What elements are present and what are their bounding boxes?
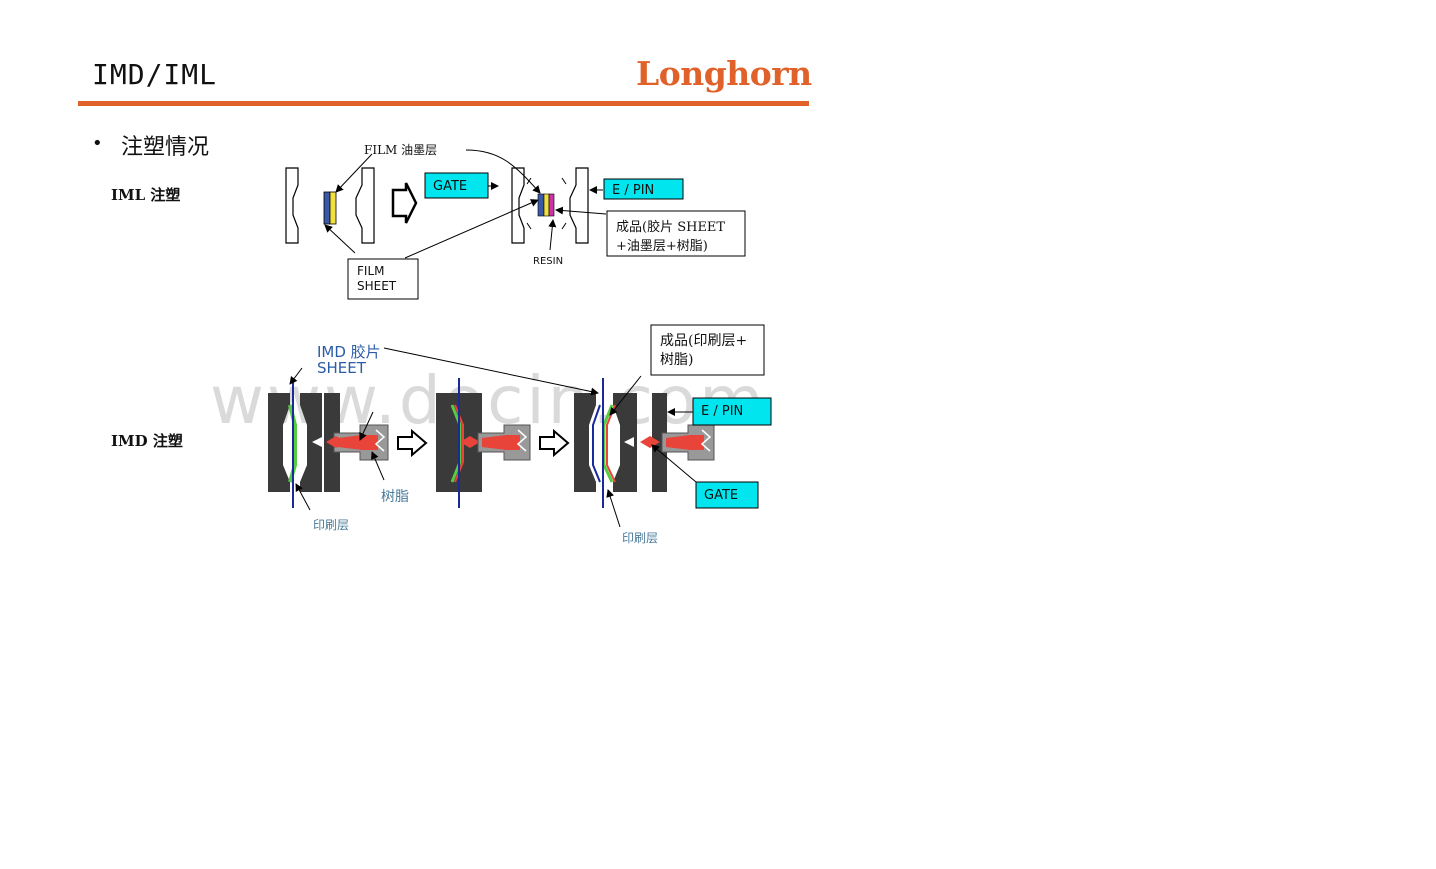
iml-film-sheet-label-2: SHEET bbox=[357, 279, 397, 293]
imd-product-box bbox=[650, 324, 765, 376]
iml-leader-lines bbox=[324, 149, 607, 259]
iml-film-ink-label: FILM 油墨层 bbox=[364, 143, 438, 157]
iml-product-box bbox=[606, 210, 746, 257]
iml-process-arrow bbox=[391, 182, 418, 224]
iml-product-label-1: 成品(胶片 SHEET bbox=[616, 220, 726, 235]
imd-resin-label: 树脂 bbox=[381, 489, 409, 505]
imd-section-label: IMD 注塑 bbox=[111, 432, 183, 450]
iml-gate-box bbox=[424, 172, 489, 199]
bullet-dot: • bbox=[92, 133, 103, 154]
imd-print-layer-label-1: 印刷层 bbox=[313, 518, 350, 532]
iml-mold-detail-lines bbox=[526, 177, 567, 230]
imd-sheet-label-2: SHEET bbox=[317, 359, 366, 377]
imd-epin-label: E / PIN bbox=[701, 404, 744, 419]
iml-epin-box bbox=[603, 178, 684, 200]
imd-stage-1 bbox=[268, 378, 389, 508]
page-title: IMD/IML bbox=[92, 58, 218, 91]
imd-product-label-2: 树脂) bbox=[660, 352, 694, 368]
bullet-heading: 注塑情况 bbox=[121, 135, 210, 160]
imd-stage-3 bbox=[574, 378, 715, 508]
imd-process-arrow-2 bbox=[539, 428, 570, 458]
imd-process-arrow-1 bbox=[397, 428, 428, 458]
iml-film-ink-stack bbox=[323, 191, 337, 225]
brand-logo: Longhorn bbox=[636, 54, 812, 93]
iml-film-sheet-label-1: FILM bbox=[357, 264, 385, 278]
iml-mold-closed bbox=[511, 167, 589, 244]
iml-mold-right-a bbox=[355, 167, 375, 244]
iml-mold-left-a bbox=[285, 167, 299, 244]
imd-leader-lines bbox=[289, 347, 697, 528]
imd-sheet-label-1: IMD 胶片 bbox=[317, 343, 381, 361]
iml-section-label: IML 注塑 bbox=[111, 186, 181, 204]
iml-resin-label: RESIN bbox=[533, 256, 564, 267]
iml-epin-label: E / PIN bbox=[612, 183, 655, 198]
imd-print-layer-label-2: 印刷层 bbox=[622, 531, 659, 545]
imd-gate-box bbox=[695, 481, 759, 509]
iml-film-sheet-box bbox=[347, 258, 419, 300]
imd-gate-label: GATE bbox=[704, 488, 739, 503]
iml-product-label-2: +油墨层+树脂) bbox=[616, 239, 708, 254]
imd-epin-box bbox=[692, 397, 772, 426]
iml-molded-stack bbox=[537, 193, 555, 217]
iml-gate-label: GATE bbox=[433, 179, 468, 194]
imd-stage-2 bbox=[436, 378, 531, 508]
imd-product-label-1: 成品(印刷层+ bbox=[660, 333, 748, 349]
header-divider bbox=[78, 101, 809, 106]
